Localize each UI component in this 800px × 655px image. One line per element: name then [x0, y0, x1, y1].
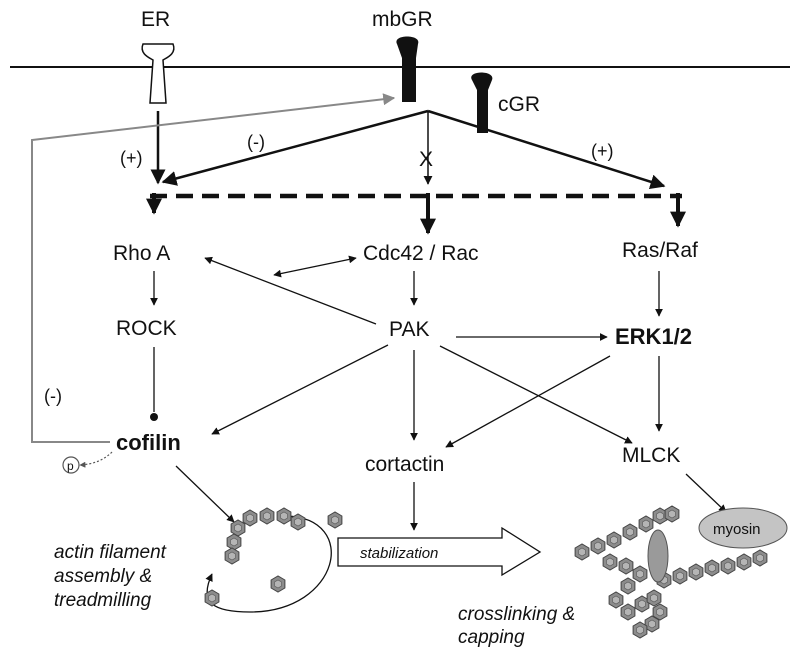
pak-to-mlck-arrow — [439, 345, 633, 444]
er-label: ER — [141, 8, 170, 31]
actin-monomer-core — [263, 511, 271, 521]
actin-monomer-core — [612, 595, 620, 605]
actin-monomer-core — [594, 541, 602, 551]
actin-monomer-core — [228, 551, 236, 561]
myosin-icon — [698, 507, 788, 549]
actin-monomer-core — [606, 557, 614, 567]
treadmilling-loop — [205, 515, 332, 613]
ras-plus-sign: (+) — [591, 141, 614, 161]
crosslinker-protein — [647, 529, 669, 583]
phospho-dotted-arrow — [79, 451, 113, 468]
actin-monomer-core — [280, 511, 288, 521]
crosslinking-label-2: capping — [458, 627, 525, 648]
pak-to-rhoa-arrow — [204, 256, 377, 325]
node-ras-raf: Ras/Raf — [622, 239, 698, 262]
mbgr-receptor-icon — [396, 36, 419, 102]
actin-monomer-core — [636, 625, 644, 635]
crosslinking-label-1: crosslinking & — [458, 604, 575, 625]
blocked-x-mark: X — [419, 148, 433, 171]
phospho-icon — [62, 456, 80, 474]
mbgr-label: mbGR — [372, 8, 433, 31]
actin-monomer-core — [656, 511, 664, 521]
actin-monomer-core — [274, 579, 282, 589]
myosin-label: myosin — [713, 521, 761, 538]
actin-monomer-core — [740, 557, 748, 567]
phospho-label: p — [67, 459, 74, 473]
actin-monomer-core — [624, 581, 632, 591]
actin-monomer-core — [331, 515, 339, 525]
actin-network-right — [574, 505, 768, 639]
cofilin-to-assembly-arrow — [175, 465, 235, 523]
node-rock: ROCK — [116, 317, 177, 340]
mbgr-minus-sign: (-) — [247, 132, 265, 152]
actin-monomer-core — [724, 561, 732, 571]
actin-monomer-core — [648, 619, 656, 629]
node-cdc42-rac: Cdc42 / Rac — [363, 242, 479, 265]
actin-monomer-core — [622, 561, 630, 571]
actin-monomer-core — [656, 607, 664, 617]
actin-monomer-core — [294, 517, 302, 527]
node-cortactin: cortactin — [365, 453, 444, 476]
cofilin-feedback-line — [31, 93, 396, 443]
actin-monomer-core — [626, 527, 634, 537]
assembly-label-2: assembly & — [54, 566, 152, 587]
node-rhoa: Rho A — [113, 242, 170, 265]
assembly-label-3: treadmilling — [54, 590, 152, 611]
stabilization-label: stabilization — [360, 545, 438, 562]
actin-monomer-core — [638, 599, 646, 609]
node-cofilin: cofilin — [116, 430, 181, 455]
rhoa-cdc42-double-arrow — [273, 255, 357, 278]
actin-monomer-core — [234, 523, 242, 533]
mlck-to-myosin-arrow — [685, 473, 727, 513]
actin-monomer-core — [246, 513, 254, 523]
actin-monomer-core — [692, 567, 700, 577]
mbgr-to-rhoa-arrow — [161, 109, 429, 186]
inhibition-dot — [150, 413, 158, 421]
node-erk: ERK1/2 — [615, 324, 692, 349]
actin-filament-left — [204, 507, 343, 607]
actin-monomer-core — [650, 593, 658, 603]
assembly-label-1: actin filament — [54, 542, 167, 563]
actin-monomer-core — [756, 553, 764, 563]
actin-monomer-core — [708, 563, 716, 573]
actin-monomer-core — [610, 535, 618, 545]
erk-to-cortactin-arrow — [445, 355, 611, 448]
actin-monomer-core — [208, 593, 216, 603]
actin-monomer-core — [642, 519, 650, 529]
cgr-label: cGR — [498, 93, 540, 116]
cgr-receptor-icon — [471, 72, 493, 133]
actin-monomer-core — [230, 537, 238, 547]
pak-to-cofilin-arrow — [211, 344, 389, 435]
actin-monomer-core — [676, 571, 684, 581]
er-receptor-icon — [141, 43, 175, 104]
actin-monomer-core — [624, 607, 632, 617]
node-mlck: MLCK — [622, 444, 680, 467]
actin-monomer-core — [578, 547, 586, 557]
actin-monomer-core — [636, 569, 644, 579]
feedback-minus-sign: (-) — [44, 386, 62, 406]
actin-monomer-core — [668, 509, 676, 519]
er-plus-sign: (+) — [120, 148, 143, 168]
node-pak: PAK — [389, 318, 429, 341]
mbgr-to-rasraf-arrow — [427, 109, 666, 190]
stabilization-block-arrow — [337, 526, 542, 577]
